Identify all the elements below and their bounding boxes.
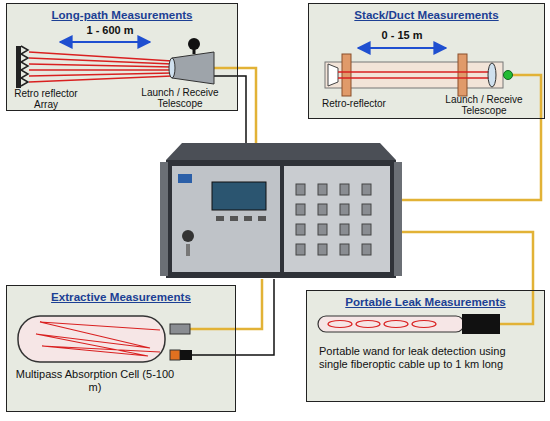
reflector-bar — [16, 46, 21, 88]
connector — [340, 204, 349, 215]
connector — [362, 184, 371, 195]
corner-cubes — [21, 46, 28, 86]
absorption-cell — [18, 316, 165, 362]
button — [258, 216, 266, 221]
wand-beam — [412, 321, 436, 328]
connector — [362, 204, 371, 215]
connector — [318, 244, 327, 255]
panel-heading: Portable Leak Measurements — [307, 294, 544, 309]
telescope-mount — [188, 38, 200, 50]
distance-arrow — [60, 41, 150, 43]
telescope-lens — [169, 58, 175, 78]
part-label: Retro-reflector — [314, 98, 394, 109]
part-label: Retro reflector Array — [6, 88, 86, 110]
analyser-front — [166, 160, 396, 278]
signal-cable — [192, 279, 274, 355]
connector — [362, 244, 371, 255]
button — [216, 216, 224, 221]
connector — [318, 184, 327, 195]
measurement-panel: Extractive Measurements — [6, 285, 236, 412]
laser-beam — [29, 76, 172, 82]
logo — [178, 174, 192, 183]
distance-label: 0 - 15 m — [362, 29, 442, 42]
connector — [340, 224, 349, 235]
rack-ear — [394, 162, 402, 276]
wand-handle — [462, 314, 500, 334]
panel-description: Portable wand for leak detection using s… — [307, 345, 544, 371]
laser-beam — [29, 58, 172, 64]
connector — [340, 184, 349, 195]
rack-ear — [160, 162, 168, 276]
duct-flange — [342, 54, 351, 96]
duct-flange — [458, 54, 467, 96]
button — [244, 216, 252, 221]
connector — [296, 184, 305, 195]
connector-grid — [296, 184, 371, 255]
fiber-cable — [190, 279, 262, 329]
laser-beam — [29, 73, 172, 76]
laser-beam — [338, 77, 490, 79]
distance-arrow — [358, 47, 446, 49]
part-label: Launch / Receive Telescope — [128, 87, 232, 109]
connector — [362, 224, 371, 235]
fiber-connector — [504, 71, 513, 80]
wand-beam — [384, 321, 408, 328]
connector — [318, 204, 327, 215]
part-label: Launch / Receive Telescope — [432, 94, 536, 116]
wand-tube — [318, 316, 464, 332]
signal-cable — [212, 76, 246, 143]
laser-beam — [338, 71, 490, 73]
laser-beam — [29, 64, 172, 67]
connector — [296, 224, 305, 235]
measurement-panel: Portable Leak MeasurementsPortable wand … — [306, 290, 545, 402]
telescope-body — [172, 52, 214, 84]
panel-ground — [308, 3, 545, 119]
wand-beam — [328, 321, 352, 328]
fiber-cable — [397, 232, 533, 324]
cell-port — [180, 350, 192, 360]
control-panel — [172, 166, 280, 272]
analyser-top — [166, 143, 396, 160]
panel-heading: Extractive Measurements — [7, 289, 235, 304]
panel-ground — [306, 290, 545, 402]
key-switch — [182, 230, 194, 242]
laser-beam — [29, 69, 172, 70]
connector-panel — [284, 166, 390, 272]
multipass-beam — [36, 322, 160, 356]
connector — [296, 244, 305, 255]
part-label: Multipass Absorption Cell (5-100 m) — [10, 368, 180, 394]
cell-port — [170, 350, 180, 360]
key — [186, 244, 190, 256]
connector — [296, 204, 305, 215]
connector — [340, 244, 349, 255]
fiber-cable — [212, 68, 256, 143]
duct — [325, 62, 503, 88]
wand-beam — [356, 321, 380, 328]
display — [212, 182, 266, 210]
button — [230, 216, 238, 221]
panel-heading: Stack/Duct Measurements — [309, 7, 544, 22]
panel-heading: Long-path Measurements — [7, 7, 237, 22]
cell-port — [170, 324, 190, 334]
laser-beam — [29, 52, 172, 61]
fiber-cable — [397, 75, 541, 200]
panel-ground — [6, 3, 238, 111]
telescope-lens — [488, 63, 496, 87]
retro-reflector — [328, 64, 338, 86]
distance-label: 1 - 600 m — [70, 24, 150, 37]
panel-ground — [6, 285, 236, 412]
connector — [318, 224, 327, 235]
